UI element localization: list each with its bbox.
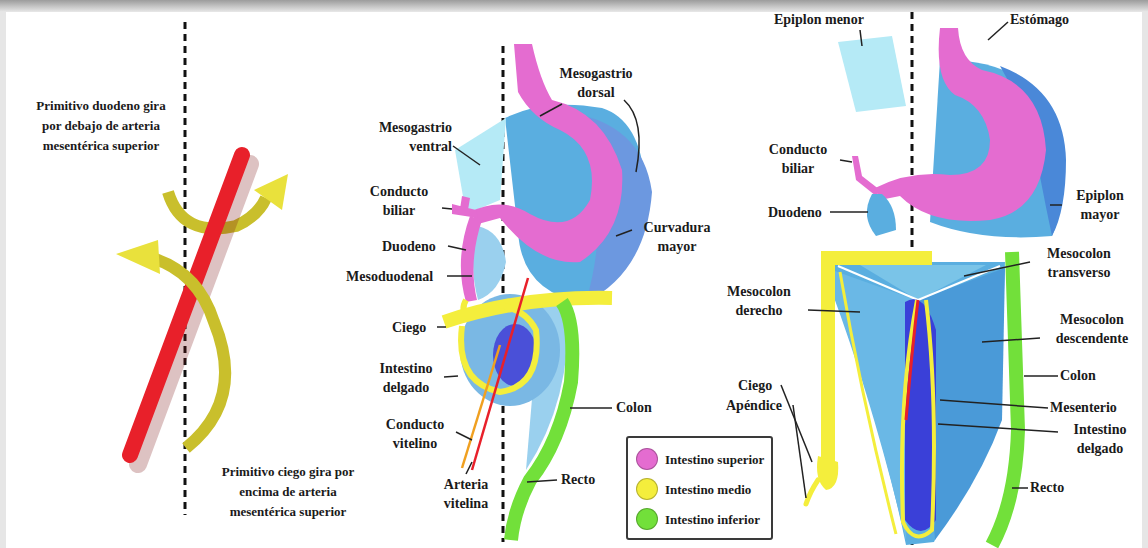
- part-label: Curvadura mayor: [634, 218, 720, 256]
- part-label: Recto: [561, 470, 595, 489]
- legend-swatch: [636, 448, 658, 470]
- legend-swatch: [636, 508, 658, 530]
- part-label: Colon: [616, 398, 652, 417]
- part-label: Intestino delgado: [368, 359, 444, 397]
- part-label: Duodeno: [768, 203, 822, 222]
- legend-row: Intestino superior: [636, 444, 765, 474]
- part-label: Ciego: [392, 318, 426, 337]
- part-label: Mesocolon transverso: [1032, 244, 1126, 282]
- final-stage: [781, 12, 1066, 545]
- frame-right: [1142, 12, 1148, 548]
- part-label: Mesogastrio ventral: [360, 118, 452, 156]
- part-label: Arteria vitelina: [430, 475, 502, 513]
- part-label: Mesocolon derecho: [710, 282, 808, 320]
- rotation-note: Primitivo ciego gira por encima de arter…: [212, 462, 364, 522]
- part-label: Recto: [1030, 478, 1064, 497]
- part-label: Estómago: [1010, 10, 1069, 29]
- part-label: Mesogastrio dorsal: [548, 64, 644, 102]
- rotation-note: Primitivo duodeno gira por debajo de art…: [30, 96, 172, 156]
- top-band: [0, 0, 1148, 12]
- part-label: Conducto biliar: [356, 182, 442, 220]
- part-label: Epiplon menor: [774, 10, 864, 29]
- part-label: Apéndice: [726, 396, 782, 415]
- part-label: Intestino delgado: [1060, 420, 1140, 458]
- middle-stage: [437, 44, 652, 542]
- legend-text: Intestino inferior: [665, 512, 760, 527]
- part-label: Mesenterio: [1050, 398, 1117, 417]
- legend-text: Intestino medio: [665, 482, 751, 497]
- legend-box: Intestino superiorIntestino medioIntesti…: [626, 436, 773, 540]
- legend-row: Intestino inferior: [636, 504, 765, 534]
- part-label: Mesoduodenal: [346, 267, 433, 286]
- legend-text: Intestino superior: [665, 452, 764, 467]
- part-label: Conducto vitelino: [374, 415, 456, 453]
- legend-swatch: [636, 478, 658, 500]
- part-label: Epiplon mayor: [1064, 186, 1136, 224]
- legend-row: Intestino medio: [636, 474, 765, 504]
- frame-left: [0, 12, 6, 548]
- part-label: Duodeno: [382, 237, 436, 256]
- rotation-panel: [116, 22, 288, 515]
- part-label: Conducto biliar: [756, 140, 840, 178]
- part-label: Ciego: [738, 376, 772, 395]
- part-label: Mesocolon descendente: [1042, 310, 1142, 348]
- part-label: Colon: [1060, 366, 1096, 385]
